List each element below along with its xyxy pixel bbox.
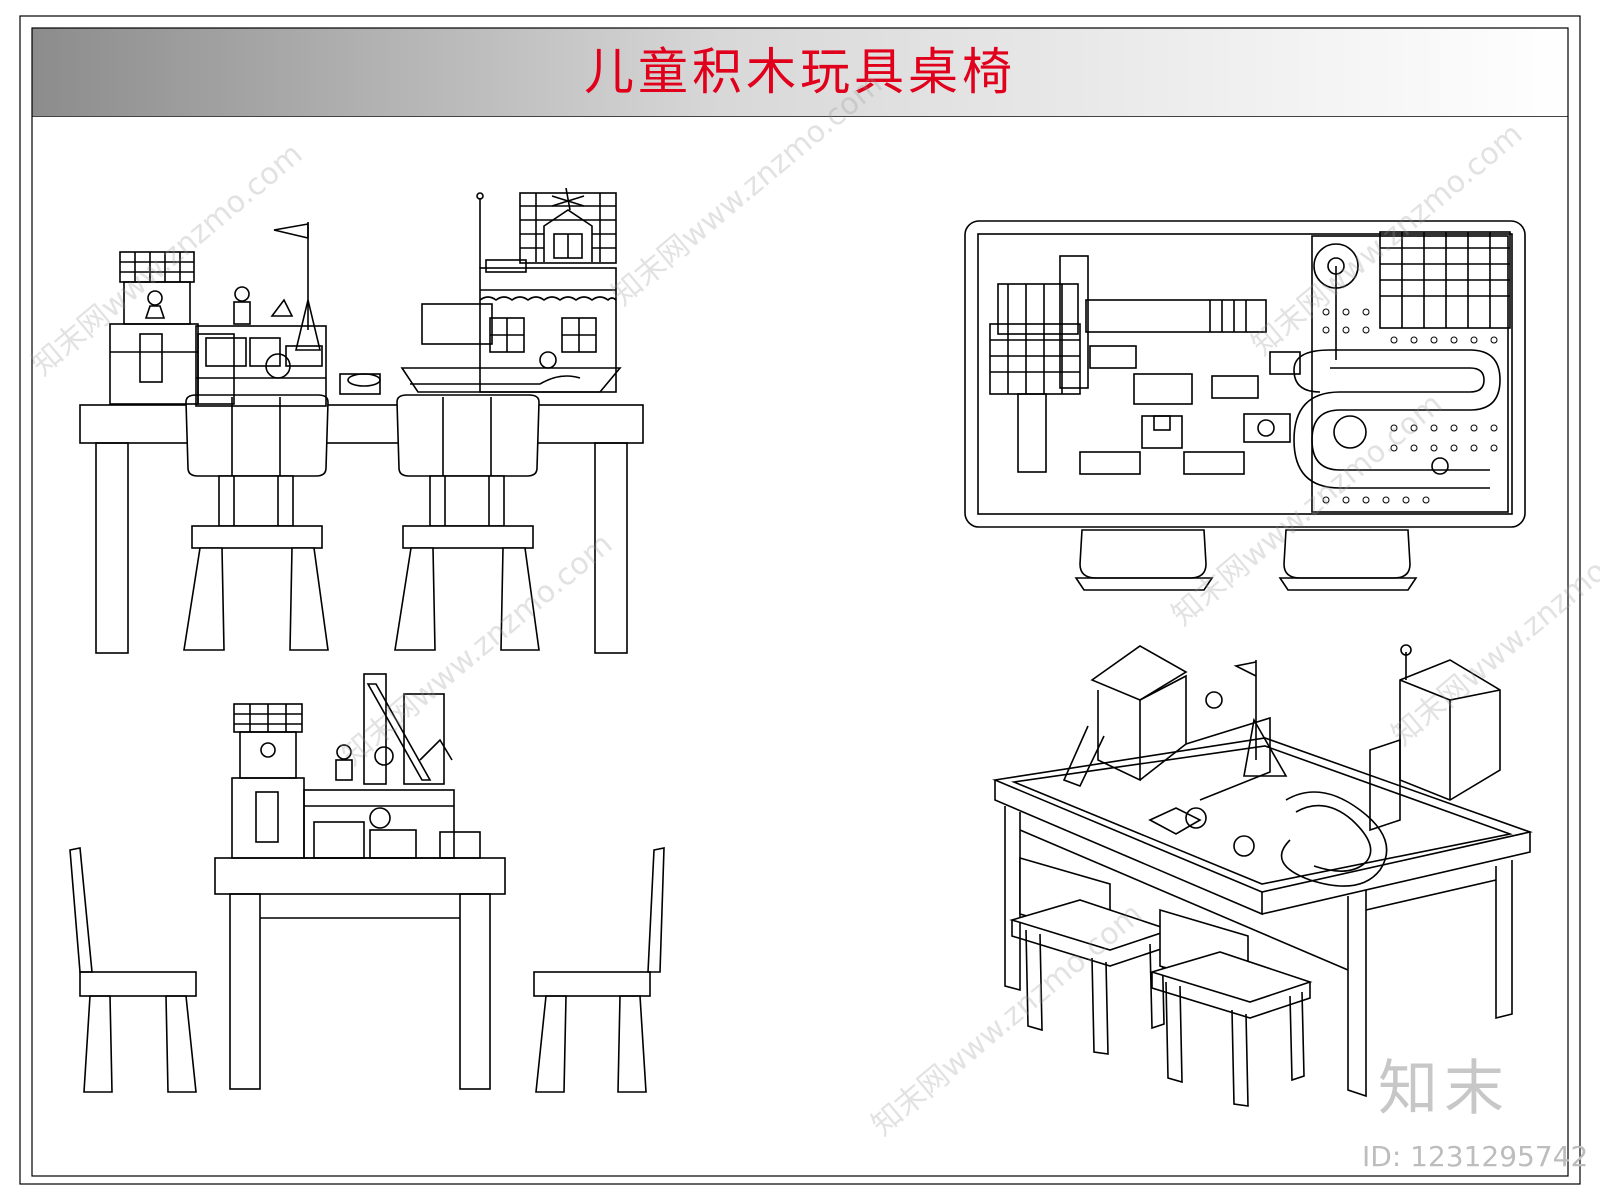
image-id-label: ID: 1231295742 (1362, 1140, 1589, 1173)
inner-frame (31, 27, 1569, 1177)
isometric-view (992, 644, 1533, 1107)
front-elevation-view (79, 187, 644, 654)
title-bar (32, 28, 1568, 117)
page-title: 儿童积木玩具桌椅 (584, 43, 1016, 101)
outer-frame (19, 15, 1581, 1185)
top-plan-view (964, 220, 1526, 591)
side-elevation-view (69, 673, 665, 1093)
brand-logo: 知末 (1378, 1054, 1510, 1124)
